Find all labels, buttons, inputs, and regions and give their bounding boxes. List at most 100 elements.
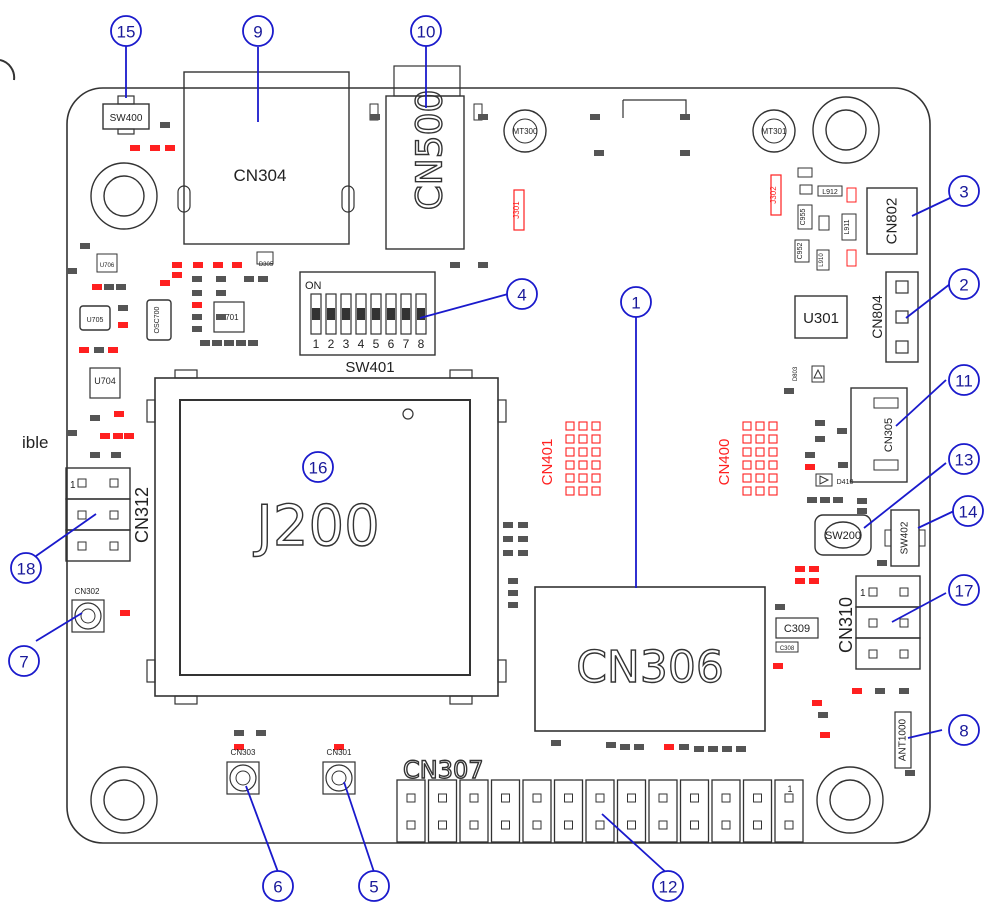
cn401-label: CN401 [539,439,556,486]
red-passive [820,732,830,738]
passive [111,452,121,458]
header-pad [768,460,778,470]
dip-position-label: 7 [403,337,410,351]
callout-circle [110,15,142,47]
cn307-pin [595,820,605,830]
mt300-mount: MT300 [503,109,547,153]
callout-circle [652,870,684,902]
passive [634,744,644,750]
dip-slot [340,293,352,335]
header-pad [742,486,752,496]
header-pad [768,434,778,444]
header-pad [742,434,752,444]
header-pad [578,473,588,483]
header-pad [591,486,601,496]
header-pad [591,447,601,457]
cn307-pin [406,793,416,803]
sw401-label: SW401 [345,359,394,376]
passive [67,268,77,274]
passive [116,284,126,290]
header-pad [755,473,765,483]
red-passive [193,262,203,268]
l912-label: L912 [822,189,838,196]
header-pad [755,460,765,470]
red-passive [120,610,130,616]
cn400-header: CN400 [716,421,778,496]
passive [708,746,718,752]
mounting-holes [90,96,884,834]
red-passive [232,262,242,268]
cn802-label: CN802 [884,198,901,245]
passive [508,578,518,584]
red-passive [334,744,344,750]
passive [857,508,867,514]
ant1000-label: ANT1000 [898,718,909,761]
callout-circle [8,645,40,677]
passive [256,730,266,736]
dip-slots [310,293,427,335]
red-passive [130,145,140,151]
cn312-pin1-label: 1 [70,480,76,491]
cn400-label: CN400 [716,439,733,486]
header-pad [578,447,588,457]
red-passive [664,744,674,750]
cn307-pin [690,820,699,830]
passive [244,276,254,282]
dip-lever [357,308,365,320]
passive [877,560,887,566]
passive [518,536,528,542]
j200-module: J200 [146,369,507,705]
header-pad [591,460,601,470]
dip-lever [327,308,335,320]
sw402-label: SW402 [900,521,911,554]
cn307-pin [564,793,573,803]
callout-circle [620,286,652,318]
diodes: D803 D410 [793,365,853,487]
red-passive [108,347,118,353]
passive [450,262,460,268]
edge-arc [0,59,16,81]
callout-number: 2 [959,276,968,295]
cn307-pin-column [553,779,584,843]
cn307-pin-column [774,779,804,843]
passive [234,730,244,736]
header-pad [755,434,765,444]
cn307-pin [564,820,573,830]
header-pad [565,486,575,496]
dip-lever [387,308,395,320]
passive [775,604,785,610]
cn307-pin-column [742,779,773,843]
passive [90,452,100,458]
cn401-header: CN401 [539,421,601,496]
cn306-module: CN306 [534,586,766,732]
passive [736,746,746,752]
cn307-pin-column [648,779,678,843]
j200-tab [497,659,507,683]
passive [837,428,847,434]
cn307-pin [532,793,542,803]
cn307-pin [469,820,479,830]
passive [216,276,226,282]
passive [722,746,732,752]
callout-circle [262,870,294,902]
cn307-pin [690,793,699,803]
callout-number: 6 [273,878,282,897]
d803-label: D803 [793,366,799,381]
header-pad [755,421,765,431]
passive [192,276,202,282]
passive [503,536,513,542]
header-pad [742,460,752,470]
header-pad [768,421,778,431]
cn802-connector: CN802 [866,187,918,255]
passive [815,436,825,442]
callout-circle [952,495,984,527]
passive [818,712,828,718]
j200-tab [449,695,473,705]
callout-number: 14 [959,503,978,522]
cn307-pin-column [585,779,615,843]
passive [478,114,488,120]
header-pad [768,486,778,496]
cn307-pin [721,820,731,830]
